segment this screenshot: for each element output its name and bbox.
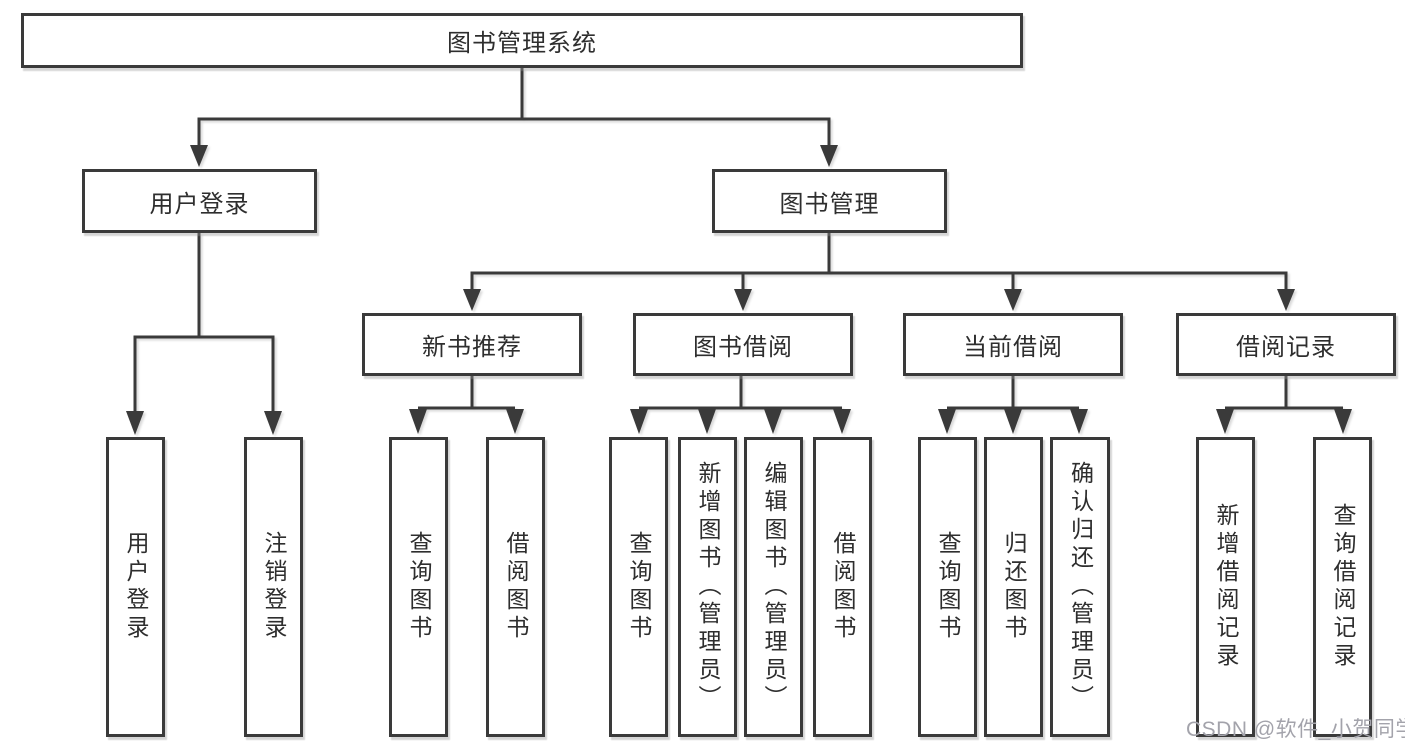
leaf-label: 查询借阅记录: [1330, 503, 1356, 671]
leaf-user-login: 用户登录: [106, 437, 165, 737]
node-book-management: 图书管理: [712, 169, 947, 233]
node-new-book-recommend: 新书推荐: [362, 313, 582, 376]
leaf-label: 用户登录: [123, 531, 149, 643]
connector-current-borrowing: [947, 376, 1079, 410]
leaf-label: 新增图书（管理员）: [695, 461, 721, 713]
leaf-label: 编辑图书（管理员）: [761, 461, 787, 713]
arrow-down-icon: [126, 411, 144, 435]
arrow-down-icon: [1277, 289, 1295, 311]
leaf-label: 查询图书: [935, 531, 961, 643]
leaf-edit-books-admin: 编辑图书（管理员）: [744, 437, 803, 737]
arrow-down-icon: [630, 409, 648, 434]
watermark: CSDN @软件_小贺同学: [1186, 718, 1405, 741]
arrow-down-icon: [764, 409, 782, 434]
arrow-down-icon: [264, 411, 282, 435]
arrow-down-icon: [1004, 409, 1022, 434]
connector-new-book: [418, 376, 515, 410]
arrow-down-icon: [190, 145, 208, 167]
arrow-down-icon: [938, 409, 956, 434]
leaf-confirm-return-admin: 确认归还（管理员）: [1050, 437, 1110, 737]
leaf-borrow-books-recommend: 借阅图书: [486, 437, 545, 737]
leaf-label: 借阅图书: [830, 531, 856, 643]
leaf-add-borrow-record: 新增借阅记录: [1196, 437, 1255, 737]
leaf-query-books-current: 查询图书: [918, 437, 977, 737]
arrow-down-icon: [820, 145, 838, 167]
connector-book-borrowing: [639, 376, 842, 410]
node-root: 图书管理系统: [21, 13, 1023, 68]
leaf-query-books-borrowing: 查询图书: [609, 437, 668, 737]
leaf-label: 借阅图书: [503, 531, 529, 643]
leaf-label: 查询图书: [626, 531, 652, 643]
leaf-add-books-admin: 新增图书（管理员）: [678, 437, 737, 737]
arrow-down-icon: [463, 289, 481, 311]
leaf-query-borrow-record: 查询借阅记录: [1313, 437, 1372, 737]
node-book-borrowing: 图书借阅: [633, 313, 853, 376]
leaf-label: 注销登录: [261, 531, 287, 643]
leaf-label: 查询图书: [406, 531, 432, 643]
leaf-query-books-recommend: 查询图书: [389, 437, 448, 737]
connector-book-management: [470, 233, 1288, 292]
leaf-label: 归还图书: [1001, 531, 1027, 643]
arrow-down-icon: [506, 409, 524, 434]
leaf-logout: 注销登录: [244, 437, 303, 737]
leaf-label: 确认归还（管理员）: [1067, 461, 1094, 713]
arrow-down-icon: [833, 409, 851, 434]
arrow-down-icon: [1216, 409, 1234, 434]
node-borrow-records: 借阅记录: [1176, 313, 1396, 376]
arrow-down-icon: [734, 289, 752, 311]
arrow-down-icon: [698, 409, 716, 434]
node-current-borrowing: 当前借阅: [903, 313, 1123, 376]
connector-borrow-records: [1225, 376, 1343, 410]
leaf-label: 新增借阅记录: [1213, 503, 1239, 671]
arrow-down-icon: [409, 409, 427, 434]
node-user-login: 用户登录: [82, 169, 317, 233]
arrow-down-icon: [1070, 409, 1088, 434]
connector-user-login: [133, 233, 275, 413]
arrow-down-icon: [1004, 289, 1022, 311]
connector-root: [197, 68, 831, 147]
leaf-borrow-books-borrowing: 借阅图书: [813, 437, 872, 737]
arrow-down-icon: [1334, 409, 1352, 434]
leaf-return-books: 归还图书: [984, 437, 1043, 737]
